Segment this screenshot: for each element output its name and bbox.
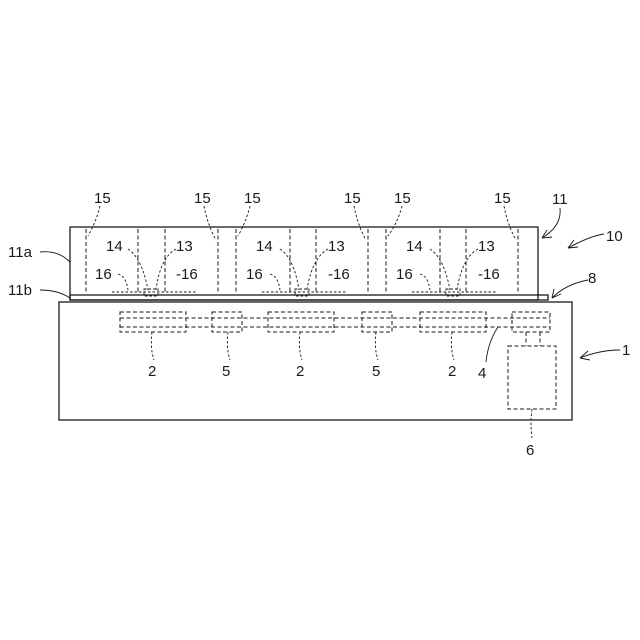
boxes-5 [212, 312, 392, 332]
label-15: 15 [194, 190, 211, 207]
label-16: -16 [478, 266, 500, 283]
plate-11b [70, 295, 548, 300]
label-10: 10 [606, 228, 623, 245]
label-5: 5 [372, 363, 380, 380]
label-14: 14 [406, 238, 423, 255]
label-15: 15 [394, 190, 411, 207]
label-16: 16 [95, 266, 112, 283]
label-11b: 11b [8, 282, 32, 299]
label-15: 15 [94, 190, 111, 207]
label-16: -16 [328, 266, 350, 283]
label-15: 15 [494, 190, 511, 207]
label-2: 2 [148, 363, 156, 380]
label-13: 13 [478, 238, 495, 255]
label-11: 11 [552, 191, 568, 208]
arrow-10 [568, 234, 604, 248]
label-2: 2 [296, 363, 304, 380]
label-16: -16 [176, 266, 198, 283]
boxes-2 [120, 312, 486, 332]
end-box [512, 312, 550, 332]
label-15: 15 [244, 190, 261, 207]
label-14: 14 [106, 238, 123, 255]
base-1 [59, 302, 572, 420]
label-8: 8 [588, 270, 596, 287]
reference-labels: 15 15 15 15 15 15 11 10 11a 11b 8 1 14 1… [8, 190, 630, 459]
label-11a: 11a [8, 244, 33, 261]
label-14: 14 [256, 238, 273, 255]
label-16: 16 [246, 266, 263, 283]
box-6 [508, 346, 556, 409]
label-13: 13 [176, 238, 193, 255]
label-15: 15 [344, 190, 361, 207]
label-5: 5 [222, 363, 230, 380]
arrow-11 [542, 208, 560, 238]
compartment-lines [86, 229, 518, 294]
label-16: 16 [396, 266, 413, 283]
label-13: 13 [328, 238, 345, 255]
arrow-8 [552, 280, 588, 298]
label-4: 4 [478, 365, 486, 382]
arrow-1 [580, 350, 620, 360]
connector-6 [526, 332, 540, 346]
label-6: 6 [526, 442, 534, 459]
label-1: 1 [622, 342, 630, 359]
label-2: 2 [448, 363, 456, 380]
